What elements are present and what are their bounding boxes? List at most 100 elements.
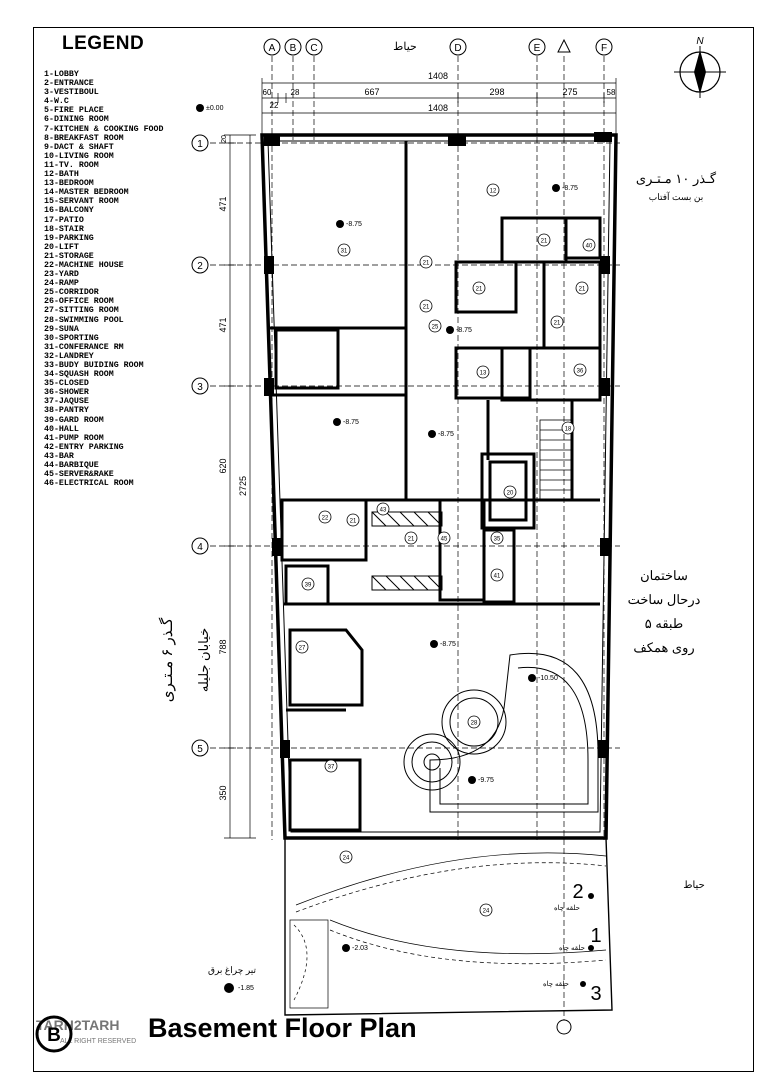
legend-item: 13-BEDROOM <box>44 179 94 189</box>
axis-4: 4 <box>197 542 203 553</box>
dim-top-seg-4: 298 <box>489 87 504 97</box>
room-tag: 41 <box>494 574 501 580</box>
swimming-pool <box>403 652 599 813</box>
dim-top-seg-5: 275 <box>562 87 577 97</box>
level-10: -1.85 <box>238 985 254 992</box>
legend-item: 36-SHOWER <box>44 388 89 398</box>
axis-1: 1 <box>197 139 203 150</box>
room-tag: 28 <box>471 721 478 727</box>
legend-item: 28-SWIMMING POOL <box>44 315 124 325</box>
room-tag-circle <box>301 577 315 591</box>
axis-b: B <box>290 43 297 54</box>
room-tag: 39 <box>305 583 312 589</box>
level-2: -8.75 <box>456 327 472 334</box>
room-tag-circle <box>503 485 517 499</box>
room-tag-circle <box>575 281 589 295</box>
legend-item: 41-PUMP ROOM <box>44 433 104 443</box>
well-1-number: 1 <box>590 925 601 947</box>
room-tag: 21 <box>350 519 357 525</box>
room-tag-circle <box>419 255 433 269</box>
legend-item: 4-W.C <box>44 97 69 107</box>
watermark: TARH2TARH <box>36 1017 120 1033</box>
legend-item: 37-JAQUSE <box>44 397 89 407</box>
legend-item: 11-TV. ROOM <box>44 160 99 170</box>
axis-e: E <box>534 43 541 54</box>
legend-item: 6-DINING ROOM <box>44 115 109 125</box>
watermark-sub: ALL RIGHT RESERVED <box>60 1038 137 1045</box>
legend-item: 35-CLOSED <box>44 379 89 389</box>
room-tag-circle <box>339 850 353 864</box>
neighbor-line1: ساختمان <box>640 568 688 583</box>
well-2-number: 2 <box>572 881 583 903</box>
dim-overall-left: 2725 <box>238 476 248 496</box>
room-tag: 45 <box>441 537 448 543</box>
room-tag-circle <box>346 513 360 527</box>
level-7: -10.50 <box>538 675 558 682</box>
room-tag-circle <box>537 233 551 247</box>
level-1: -8.75 <box>346 221 362 228</box>
level-6: -8.75 <box>440 641 456 648</box>
room-tag-circle <box>295 640 309 654</box>
room-tag: 25 <box>432 325 439 331</box>
hatched-strips <box>371 511 443 591</box>
dim-left-2: 471 <box>218 317 228 332</box>
legend-item: 10-LIVING ROOM <box>44 151 114 161</box>
room-tag: 13 <box>480 371 487 377</box>
room-tag-circle <box>337 243 351 257</box>
room-tag: 21 <box>554 321 561 327</box>
lamp-label: تیر چراغ برق <box>208 965 257 976</box>
legend-item: 21-STORAGE <box>44 251 94 261</box>
room-tag: 37 <box>328 765 335 771</box>
room-tag-circle <box>318 510 332 524</box>
room-tag: 21 <box>541 239 548 245</box>
legend-item: 39-GARD ROOM <box>44 415 104 425</box>
legend-item: 32-LANDREY <box>44 351 94 361</box>
room-tag: 12 <box>490 189 497 195</box>
structural-columns <box>264 132 612 758</box>
well-2-label: حلقه چاه <box>554 904 580 912</box>
right-street-line2: بن بست آفتاب <box>649 191 703 203</box>
dim-left-0: 20 <box>221 135 228 143</box>
dim-left-3: 620 <box>218 458 228 473</box>
room-tag: 20 <box>507 491 514 497</box>
room-tag: 18 <box>565 427 572 433</box>
axis-3: 3 <box>197 382 203 393</box>
legend-item: 16-BALCONY <box>44 206 94 216</box>
legend-item: 22-MACHINE HOUSE <box>44 260 124 270</box>
left-street-line1: گـذر ۶ مـتـری <box>158 617 176 702</box>
dim-top-seg-1: 22 <box>270 101 279 110</box>
legend-item: 24-RAMP <box>44 279 79 289</box>
room-tag-circle <box>490 568 504 582</box>
legend-item: 42-ENTRY PARKING <box>44 442 124 452</box>
neighbor-line3: ۵ طبقه <box>645 616 683 631</box>
level-8: -9.75 <box>478 777 494 784</box>
axis-f: F <box>601 43 607 54</box>
dim-top-seg-3: 667 <box>364 87 379 97</box>
room-tag: 43 <box>380 508 387 514</box>
legend-item: 1-LOBBY <box>44 70 79 79</box>
legend-item: 46-ELECTRICAL ROOM <box>44 479 134 489</box>
dim-top-seg-0: 60 <box>263 88 272 97</box>
legend-item: 33-BUDY BUIDING ROOM <box>44 361 144 370</box>
level-markers: ±0.00 -8.75 -8.75 -8.75 -8.75 -8.75 -8.7… <box>196 104 578 993</box>
yard-ramp <box>284 837 613 1016</box>
room-tag-circle <box>404 531 418 545</box>
room-tag-circle <box>486 183 500 197</box>
room-tag-circle <box>437 531 451 545</box>
room-tag: 21 <box>476 287 483 293</box>
legend-item: 23-YARD <box>44 270 79 280</box>
dim-left-1: 471 <box>218 196 228 211</box>
building-outline <box>260 133 618 840</box>
right-street-line1: گـذر ۱۰ مـتـری <box>636 171 717 187</box>
axis-d: D <box>454 43 461 54</box>
dim-top-total: 1408 <box>428 71 448 81</box>
top-dimensions <box>261 78 617 135</box>
legend-item: 5-FIRE PLACE <box>44 106 104 116</box>
room-tag: 21 <box>579 287 586 293</box>
left-dimensions <box>224 134 256 839</box>
axis-5: 5 <box>197 744 203 755</box>
level-4: -8.75 <box>438 431 454 438</box>
legend-title: LEGEND <box>62 33 145 54</box>
room-tag-circle <box>476 365 490 379</box>
